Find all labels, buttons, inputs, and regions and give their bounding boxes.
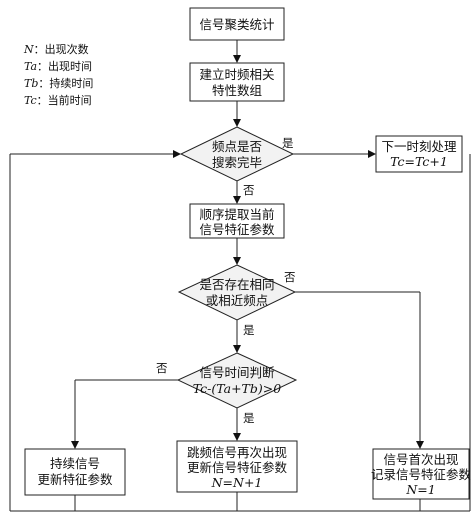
connectors: [9, 40, 471, 512]
search-no-label: 否: [243, 183, 255, 197]
decision-search-done: [179, 126, 295, 182]
box-next: [375, 135, 463, 173]
same-no-label: 否: [284, 270, 296, 284]
decision-time: [176, 352, 298, 409]
search-label-1: 频点是否: [212, 139, 262, 154]
time-label-1: 信号时间判断: [199, 365, 274, 380]
stats-label: 信号聚类统计: [199, 17, 274, 32]
box-extract: [189, 203, 285, 239]
time-label-2: Tc-(Ta+Tb)>0: [193, 381, 281, 396]
hop-label-1: 跳频信号再次出现: [187, 445, 287, 460]
search-label-2: 搜索完毕: [212, 155, 262, 170]
boxes: [24, 7, 470, 500]
node-labels: 信号聚类统计 建立时频相关 特性数组 频点是否 搜索完毕 顺序提取当前 信号特征…: [37, 17, 471, 497]
continue-label-2: 更新特征参数: [37, 472, 113, 487]
continue-label-1: 持续信号: [50, 456, 100, 471]
box-hop: [176, 440, 298, 493]
decisions: [176, 126, 298, 409]
first-label-2: 记录信号特征参数: [371, 467, 472, 482]
next-label-1: 下一时刻处理: [381, 139, 457, 154]
box-first: [372, 448, 470, 500]
next-label-2: Tc=Tc+1: [390, 154, 448, 169]
legend: N：出现次数 Ta：出现时间 Tb：持续时间 Tc：当前时间: [23, 42, 93, 107]
box-build: [189, 62, 285, 102]
legend-ta: Ta：出现时间: [24, 59, 92, 73]
build-label-1: 建立时频相关: [199, 67, 274, 82]
hop-label-2: 更新信号特征参数: [187, 460, 288, 475]
extract-label-2: 信号特征参数: [199, 222, 275, 237]
same-label-2: 或相近频点: [206, 293, 269, 308]
same-yes-label: 是: [243, 323, 255, 337]
decision-same-freq: [177, 264, 297, 321]
legend-n: N：出现次数: [23, 42, 89, 56]
time-no-label: 否: [156, 361, 168, 375]
legend-tc: Tc：当前时间: [24, 93, 92, 107]
extract-label-1: 顺序提取当前: [199, 207, 274, 222]
build-label-2: 特性数组: [212, 83, 262, 98]
first-label-1: 信号首次出现: [383, 452, 458, 467]
box-continue: [24, 448, 126, 496]
box-stats: [189, 7, 285, 41]
legend-tb: Tb：持续时间: [24, 76, 93, 90]
time-yes-label: 是: [243, 411, 255, 425]
search-yes-label: 是: [282, 136, 294, 150]
first-label-3: N=1: [405, 482, 435, 497]
hop-label-3: N=N+1: [211, 475, 263, 490]
same-label-1: 是否存在相同: [199, 277, 274, 292]
branch-labels: 是 否 否 是 否 是: [156, 136, 296, 425]
